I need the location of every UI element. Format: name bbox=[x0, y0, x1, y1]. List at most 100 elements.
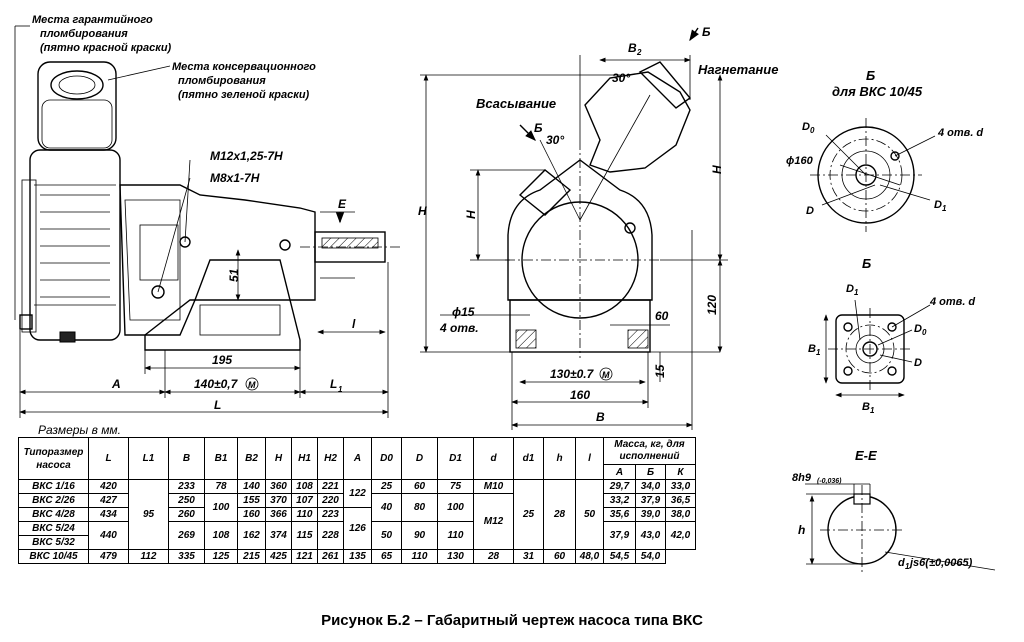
cell-pump: ВКС 2/26 bbox=[18, 493, 89, 508]
cell-D0: 25 bbox=[371, 479, 402, 494]
col-H1: H1 bbox=[291, 437, 318, 480]
cell-mass-b: 37,9 bbox=[635, 493, 666, 508]
cell-B1-merged-2: 108 bbox=[204, 521, 238, 550]
dim-30-top: 30° bbox=[612, 71, 630, 85]
col-h: h bbox=[543, 437, 576, 480]
vb-d: D bbox=[806, 205, 814, 217]
view-b2-title: Б bbox=[862, 256, 871, 271]
vb-4-holes: 4 отв. d bbox=[937, 127, 983, 139]
cell-L: 479 bbox=[88, 549, 129, 564]
table-row: ВКС 10/45 479 112 335 125 215 425 121 26… bbox=[18, 549, 696, 564]
col-L1: L1 bbox=[128, 437, 169, 480]
dim-130-circled: M bbox=[602, 370, 610, 380]
col-B: B bbox=[168, 437, 205, 480]
cell-D: 110 bbox=[401, 549, 438, 564]
vb-d0: D bbox=[802, 121, 810, 133]
cell-D0: 65 bbox=[371, 549, 402, 564]
cell-mass-k: 33,0 bbox=[665, 479, 696, 494]
cell-D0-merged: 40 bbox=[371, 493, 402, 522]
cell-H2: 261 bbox=[317, 549, 344, 564]
cell-D1-merged: 100 bbox=[437, 493, 474, 522]
cell-mass-b: 39,0 bbox=[635, 507, 666, 522]
dim-h2: H bbox=[710, 165, 724, 174]
cell-mass-a-merged: 37,9 bbox=[603, 521, 636, 550]
cell-mass-b: 54,5 bbox=[603, 549, 636, 564]
v2-b1-vert: B bbox=[808, 343, 816, 355]
v2-d1: D bbox=[846, 283, 854, 295]
col-H: H bbox=[265, 437, 292, 480]
ee-h: h bbox=[798, 523, 805, 537]
cell-L-merged: 440 bbox=[88, 521, 129, 550]
v2-4-holes: 4 отв. d bbox=[929, 296, 975, 308]
ee-key: 8h9 bbox=[792, 472, 812, 484]
side-view bbox=[14, 25, 400, 418]
v2-d1-sub: 1 bbox=[854, 288, 859, 297]
dim-l-small: l bbox=[352, 317, 356, 331]
cell-D1-merged-2: 110 bbox=[437, 521, 474, 550]
ee-d1: d bbox=[898, 557, 905, 569]
cell-H1: 110 bbox=[291, 507, 318, 522]
cell-H2-merged: 228 bbox=[317, 521, 344, 550]
table-row: ВКС 1/16 420 95 233 78 140 360 108 221 1… bbox=[18, 479, 696, 550]
ee-d1-sub: 1 bbox=[905, 562, 910, 571]
cell-L: 427 bbox=[88, 493, 129, 508]
cell-A-merged: 122 bbox=[343, 479, 372, 508]
cell-H2: 221 bbox=[317, 479, 344, 494]
cell-H: 370 bbox=[265, 493, 292, 508]
cell-pump: ВКС 4/28 bbox=[18, 507, 89, 522]
cell-d1-merged: 25 bbox=[513, 479, 544, 550]
seal-warranty-line3: (пятно красной краски) bbox=[40, 42, 172, 54]
cell-B1-merged: 100 bbox=[204, 493, 238, 522]
vb-phi160: ϕ160 bbox=[786, 155, 814, 167]
table-title: Размеры в мм. bbox=[38, 423, 121, 437]
cell-A-merged-2: 126 bbox=[343, 507, 372, 550]
cell-D-merged-2: 90 bbox=[401, 521, 438, 550]
col-H2: H2 bbox=[317, 437, 344, 480]
col-mass: Масса, кг, для исполнений bbox=[603, 437, 696, 465]
cell-mass-a: 48,0 bbox=[575, 549, 604, 564]
col-B1: B1 bbox=[204, 437, 238, 480]
view-b-for: для ВКС 10/45 bbox=[832, 84, 923, 99]
thread-label-2: M8x1-7H bbox=[210, 171, 260, 185]
dim-b2-sub: 2 bbox=[636, 48, 642, 57]
cell-L1-merged: 95 bbox=[128, 479, 169, 550]
col-A: A bbox=[343, 437, 372, 480]
cell-H2: 223 bbox=[317, 507, 344, 522]
cell-B: 260 bbox=[168, 507, 205, 522]
cell-pump: ВКС 10/45 bbox=[18, 549, 89, 564]
cell-B1: 78 bbox=[204, 479, 238, 494]
view-b-1045 bbox=[810, 118, 936, 232]
seal-conservation-line3: (пятно зеленой краски) bbox=[178, 89, 310, 101]
thread-label-1: M12x1,25-7H bbox=[210, 149, 283, 163]
cell-pump: ВКС 5/32 bbox=[18, 535, 89, 550]
annotations: Места гарантийного пломбирования (пятно … bbox=[32, 14, 983, 571]
cell-mass-k: 36,5 bbox=[665, 493, 696, 508]
dim-l1: L bbox=[330, 377, 337, 391]
col-L: L bbox=[88, 437, 129, 480]
col-l: l bbox=[575, 437, 604, 480]
dim-4-holes: 4 отв. bbox=[439, 321, 479, 335]
dim-140-circled: M bbox=[248, 380, 256, 390]
cell-L1: 112 bbox=[128, 549, 169, 564]
ee-d1-fit: js6(±0,0065) bbox=[908, 557, 973, 569]
v2-d: D bbox=[914, 357, 922, 369]
view-b-title: Б bbox=[866, 68, 875, 83]
cell-h: 31 bbox=[513, 549, 544, 564]
cell-B-merged: 269 bbox=[168, 521, 205, 550]
col-pump: Типоразмер насоса bbox=[18, 437, 89, 480]
col-D: D bbox=[401, 437, 438, 480]
table-row: ВКС 2/26 427 250 100 155 370 107 220 40 … bbox=[18, 493, 696, 550]
dim-130: 130±0.7 bbox=[550, 367, 595, 381]
cell-B: 233 bbox=[168, 479, 205, 494]
cell-H-merged: 374 bbox=[265, 521, 292, 550]
dim-l: L bbox=[214, 398, 221, 412]
cell-mass-a: 33,2 bbox=[603, 493, 636, 508]
dim-h1: H bbox=[464, 210, 478, 219]
seal-warranty-line1: Места гарантийного bbox=[32, 14, 153, 26]
cell-mass-a: 35,6 bbox=[603, 507, 636, 522]
col-D1: D1 bbox=[437, 437, 474, 480]
cell-L: 434 bbox=[88, 507, 129, 522]
discharge-label: Нагнетание bbox=[698, 62, 778, 77]
cell-mass-b-merged: 43,0 bbox=[635, 521, 666, 550]
